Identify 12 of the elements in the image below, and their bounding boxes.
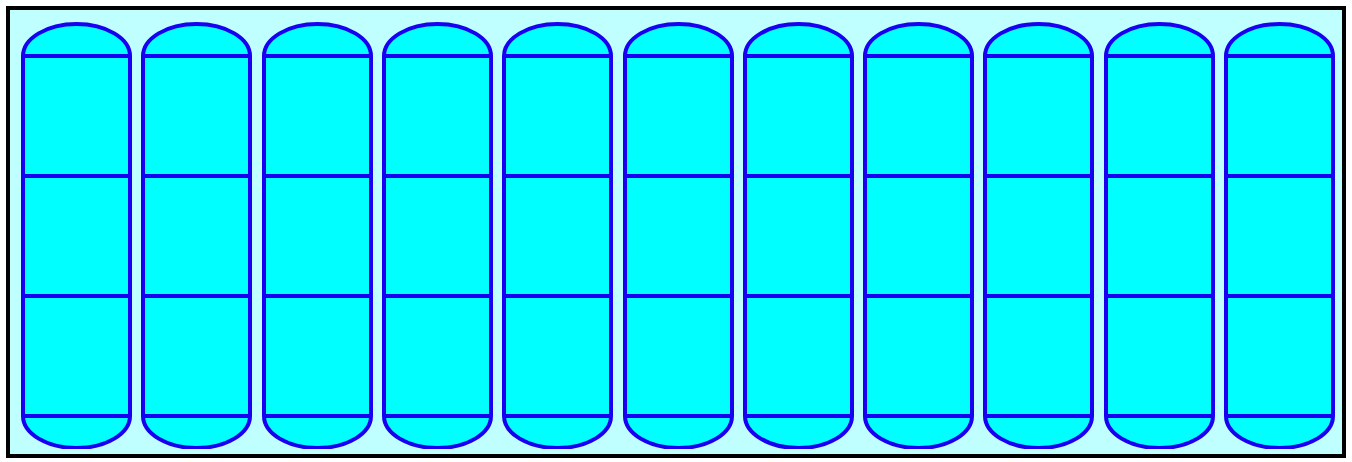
- capsule-column: [382, 22, 493, 449]
- capsule-column: [983, 22, 1094, 449]
- capsule-column: [502, 22, 613, 449]
- capsule-column: [743, 22, 854, 449]
- capsule-column: [623, 22, 734, 449]
- capsule-column: [863, 22, 974, 449]
- capsule-column: [21, 22, 132, 449]
- capsule-column: [1224, 22, 1335, 449]
- capsule-column: [1104, 22, 1215, 449]
- panel-background: [6, 6, 1346, 458]
- capsule-column: [141, 22, 252, 449]
- capsule-column: [262, 22, 373, 449]
